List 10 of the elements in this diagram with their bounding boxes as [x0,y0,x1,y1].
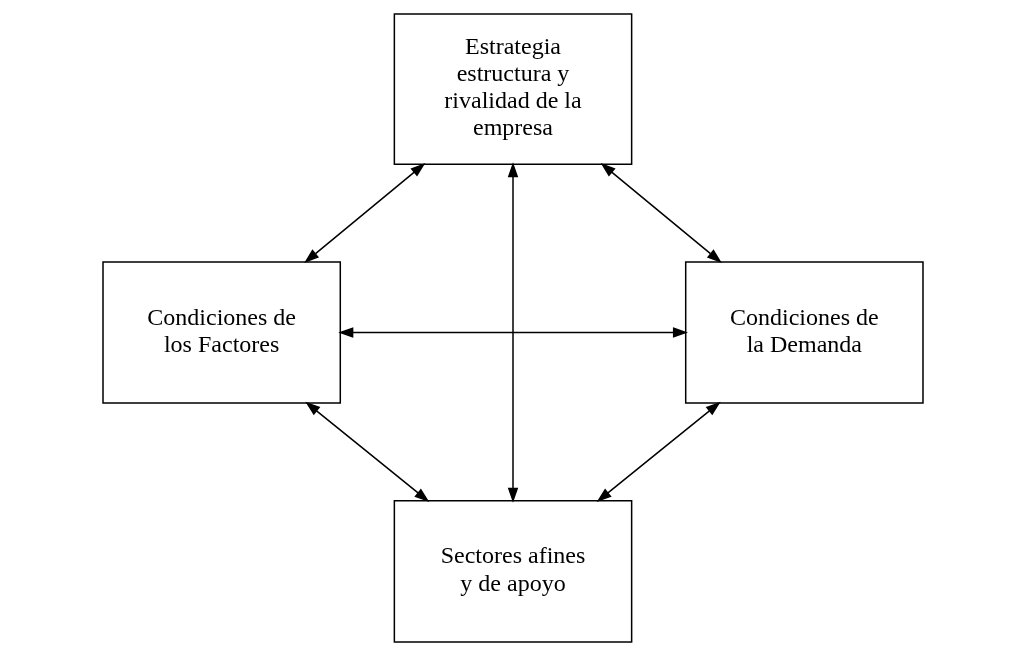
node-box: Condiciones de los Factores [101,261,341,404]
arrow [596,401,721,503]
arrow [303,163,425,263]
arrow [507,162,518,503]
node-box: Estrategia estructura y rivalidad de la empresa [393,13,632,166]
arrow [600,163,722,263]
arrow [304,401,429,503]
arrow [337,327,688,338]
node-box: Condiciones de la Demanda [684,261,924,404]
node-box: Sectores afines y de apoyo [393,499,632,643]
